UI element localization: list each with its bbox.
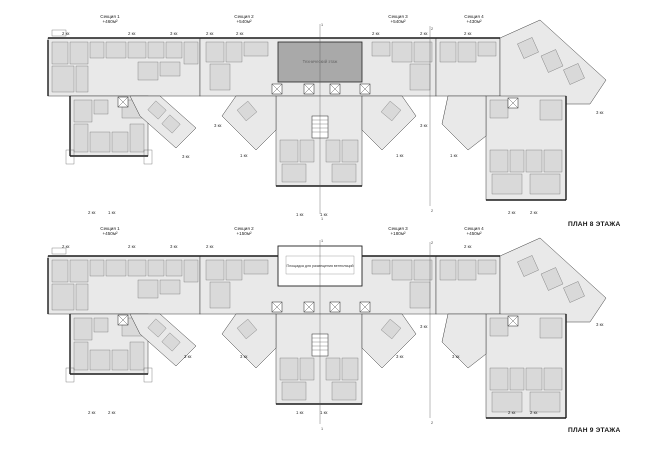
unit-label: 2 кк (206, 31, 213, 36)
unit-label: 2 кк (62, 244, 69, 249)
unit-label: 3 кк (182, 154, 189, 159)
section-area: +450м² (102, 231, 118, 236)
plan-title: ПЛАН 9 ЭТАЖА (568, 427, 620, 434)
unit-label: 2 кк (372, 31, 379, 36)
section-name: Секция 1 (100, 226, 120, 231)
unit-label: 2 кк (206, 244, 213, 249)
section-area: +430м² (466, 19, 482, 24)
section-name: Секция 4 (464, 226, 484, 231)
section-name: Секция 2 (234, 14, 254, 19)
section-area: +460м² (102, 19, 118, 24)
unit-label: 2 кк (88, 210, 95, 215)
unit-label: 2 кк (108, 410, 115, 415)
unit-label: 2 кк (508, 210, 515, 215)
plan-9th-floor: Площадка для размещения вентиляций 1 1 2… (47, 226, 620, 434)
axis-label: 1 (321, 23, 323, 27)
axis-label: 2 (431, 241, 433, 245)
section-area: +540м² (236, 19, 252, 24)
unit-label: 2 кк (88, 410, 95, 415)
unit-label: 1 кк (296, 212, 303, 217)
unit-label: 2 кк (420, 31, 427, 36)
unit-label: 1 кк (296, 410, 303, 415)
unit-label: 3 кк (170, 244, 177, 249)
unit-label: 3 кк (240, 354, 247, 359)
section-area: +150м² (236, 231, 252, 236)
plan-8th-floor: Технический этаж 1 1 2 2 Секция 1 +460м²… (47, 14, 620, 228)
unit-label: 2 кк (464, 244, 471, 249)
axis-label: 2 (431, 27, 433, 31)
section-name: Секция 3 (388, 226, 408, 231)
unit-label: 1 кк (450, 153, 457, 158)
section-area: +540м² (390, 19, 406, 24)
section-name: Секция 2 (234, 226, 254, 231)
unit-label: 3 кк (452, 354, 459, 359)
unit-label: 2 кк (236, 31, 243, 36)
axis-label: 1 (321, 239, 323, 243)
unit-labels-9: 2 кк 2 кк 3 кк 2 кк 2 кк 3 кк 3 кк 3 кк … (62, 244, 603, 415)
unit-label: 3 кк (596, 110, 603, 115)
unit-label: 3 кк (396, 354, 403, 359)
axis-label: 2 (431, 209, 433, 213)
unit-label: 2 кк (62, 31, 69, 36)
axis-label: 1 (321, 427, 323, 431)
unit-label: 2 кк (530, 210, 537, 215)
unit-label: 1 кк (396, 153, 403, 158)
unit-label: 3 кк (214, 123, 221, 128)
plan-title: ПЛАН 8 ЭТАЖА (568, 221, 620, 228)
section-name: Секция 4 (464, 14, 484, 19)
unit-label: 1 кк (240, 153, 247, 158)
unit-label: 2 кк (128, 244, 135, 249)
axis-label: 1 (321, 217, 323, 221)
section-name: Секция 3 (388, 14, 408, 19)
unit-label: 3 кк (420, 123, 427, 128)
unit-label: 2 кк (508, 410, 515, 415)
unit-label: 1 кк (320, 410, 327, 415)
section-area: +450м² (466, 231, 482, 236)
unit-label: 3 кк (596, 322, 603, 327)
unit-label: 1 кк (108, 210, 115, 215)
unit-label: 3 кк (170, 31, 177, 36)
unit-label: 2 кк (530, 410, 537, 415)
axis-label: 2 (431, 421, 433, 425)
unit-label: 3 кк (420, 324, 427, 329)
section-area: +180м² (390, 231, 406, 236)
unit-label: 2 кк (128, 31, 135, 36)
unit-label: 2 кк (464, 31, 471, 36)
unit-labels-8: 2 кк 2 кк 3 кк 2 кк 2 кк 3 кк 3 кк 1 кк … (62, 31, 603, 217)
unit-label: 3 кк (184, 354, 191, 359)
section-name: Секция 1 (100, 14, 120, 19)
unit-label: 1 кк (320, 212, 327, 217)
